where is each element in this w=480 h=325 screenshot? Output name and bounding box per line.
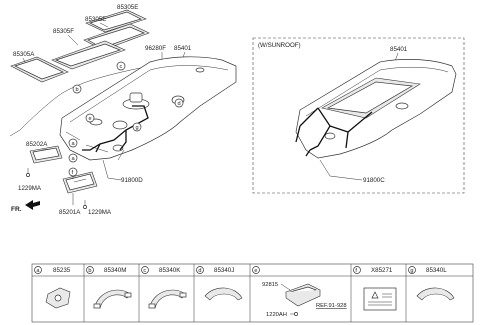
callout-f-main: f bbox=[68, 167, 78, 177]
screw-icon bbox=[83, 205, 87, 209]
legend-cell-b: b 85340M bbox=[86, 266, 126, 274]
legend-part-a: 85235 bbox=[53, 267, 71, 274]
grab-handle-85340M-icon bbox=[93, 289, 132, 309]
callout-a1-main: a bbox=[68, 138, 78, 148]
legend-cell-g: g 85340L bbox=[408, 266, 447, 274]
svg-text:g: g bbox=[136, 125, 139, 131]
legend-cell-d: d 85340J bbox=[196, 266, 234, 274]
headliner-sunroof bbox=[295, 59, 457, 159]
svg-text:f: f bbox=[355, 268, 357, 274]
svg-text:a: a bbox=[72, 141, 76, 147]
label-85401-main: 85401 bbox=[174, 45, 192, 52]
label-1229MA-left: 1229MA bbox=[18, 185, 42, 192]
legend-part-d: 85340J bbox=[214, 267, 234, 274]
legend-part-c: 85340K bbox=[159, 267, 181, 274]
label-91800C: 91800C bbox=[363, 177, 385, 184]
callout-e-main: e bbox=[85, 113, 95, 123]
svg-text:f: f bbox=[72, 170, 74, 176]
label-85305F: 85305F bbox=[53, 28, 74, 35]
svg-text:d: d bbox=[178, 101, 181, 107]
label-85305A: 85305A bbox=[13, 51, 35, 58]
callout-b-main: b bbox=[72, 84, 82, 94]
front-arrow-icon bbox=[25, 200, 40, 210]
legend-e-1220AH: 1220AH bbox=[266, 312, 287, 318]
legend-e-92815: 92815 bbox=[262, 282, 278, 288]
pad-85305E-top bbox=[85, 9, 147, 33]
pad-85305F bbox=[51, 40, 126, 70]
legend-cell-c: c 85340K bbox=[141, 266, 181, 274]
legend-e-ref: REF.91-928 bbox=[316, 303, 347, 309]
screw-icon bbox=[26, 173, 30, 177]
label-85305E-mid: 85305E bbox=[85, 16, 106, 23]
label-x85271-icon bbox=[363, 287, 397, 311]
svg-text:c: c bbox=[120, 64, 123, 70]
callout-g-main: g bbox=[132, 122, 142, 132]
label-1229MA-right: 1229MA bbox=[88, 209, 112, 216]
sunroof-title: (W/SUNROOF) bbox=[258, 42, 301, 49]
legend-part-b: 85340M bbox=[104, 267, 126, 274]
grab-handle-85340K-icon bbox=[148, 289, 187, 309]
room-lamp-assembly-icon bbox=[285, 283, 321, 316]
svg-text:a: a bbox=[72, 156, 76, 162]
sunroof-variant-box bbox=[252, 37, 465, 194]
callout-a2-main: a bbox=[68, 153, 78, 163]
legend-cell-e: e bbox=[252, 266, 260, 274]
label-85401-sunroof: 85401 bbox=[390, 46, 408, 53]
legend-table bbox=[31, 263, 474, 323]
headliner-main bbox=[59, 56, 237, 161]
label-96280F: 96280F bbox=[145, 45, 166, 52]
legend-cell-f: f X85271 bbox=[353, 266, 393, 274]
sunvisor-85202A bbox=[29, 145, 63, 164]
label-85305E-top: 85305E bbox=[117, 4, 138, 11]
legend-part-g: 85340L bbox=[426, 267, 447, 274]
part-85235-illustration bbox=[45, 287, 71, 309]
grab-handle-85340L-icon bbox=[416, 287, 455, 301]
harness-91800C bbox=[299, 107, 373, 151]
callout-d-main: d bbox=[174, 98, 184, 108]
sunvisor-85201A bbox=[62, 171, 98, 194]
svg-text:g: g bbox=[410, 268, 413, 274]
legend-part-f: X85271 bbox=[371, 267, 393, 274]
pad-85305A bbox=[10, 56, 69, 83]
front-label: FR. bbox=[11, 206, 22, 213]
label-85202A: 85202A bbox=[26, 141, 48, 148]
svg-text:e: e bbox=[89, 116, 92, 122]
svg-text:c: c bbox=[143, 268, 146, 274]
callout-c-main: c bbox=[116, 61, 126, 71]
svg-text:a: a bbox=[36, 268, 40, 274]
label-85201A: 85201A bbox=[59, 209, 81, 216]
harness-91800D bbox=[82, 105, 149, 151]
grab-handle-85340J-icon bbox=[204, 287, 243, 301]
label-91800D: 91800D bbox=[121, 177, 143, 184]
svg-text:b: b bbox=[76, 87, 79, 93]
legend-cell-a: a 85235 bbox=[34, 266, 71, 274]
svg-text:e: e bbox=[254, 268, 257, 274]
svg-text:d: d bbox=[198, 268, 201, 274]
svg-text:b: b bbox=[88, 268, 91, 274]
